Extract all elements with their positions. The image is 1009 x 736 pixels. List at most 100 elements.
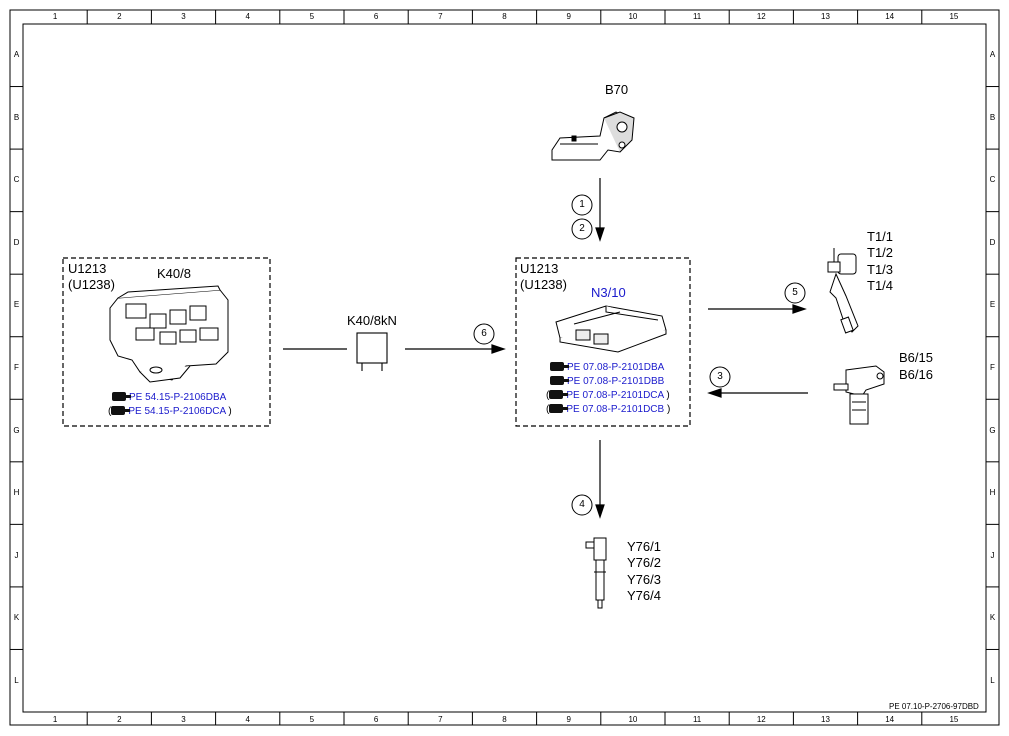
t1-3-label: T1/3 xyxy=(867,262,894,277)
b6-15-label: B6/15 xyxy=(899,350,933,365)
left-row-label: D xyxy=(13,237,20,247)
marker-4-text: 4 xyxy=(579,499,585,510)
y76-injector-image xyxy=(585,537,607,609)
ref-text: PE 54.15-P-2106DBA xyxy=(129,392,227,403)
bottom-column-label: 12 xyxy=(756,715,766,724)
k40-group-label-2: (U1238) xyxy=(68,277,115,292)
bottom-column-label: 10 xyxy=(628,715,638,724)
top-column-label: 8 xyxy=(502,12,507,21)
marker-6 xyxy=(473,323,495,345)
top-column-label: 15 xyxy=(949,12,959,21)
marker-5 xyxy=(784,282,806,304)
ref-text: PE 54.15-P-2106DCA xyxy=(128,406,226,417)
top-column-label: 4 xyxy=(245,12,250,21)
marker-6-text: 6 xyxy=(481,328,487,339)
hand-pointer-icon xyxy=(550,362,569,371)
right-row-label: D xyxy=(989,237,996,247)
paren-open: ( xyxy=(546,390,550,401)
top-column-label: 6 xyxy=(373,12,379,21)
y76-3-label: Y76/3 xyxy=(627,572,661,587)
top-column-label: 14 xyxy=(885,12,895,21)
paren-close: ) xyxy=(228,406,232,417)
right-row-label: B xyxy=(989,112,996,122)
left-row-label: A xyxy=(13,50,20,60)
right-row-label: L xyxy=(990,675,995,685)
ref-text: PE 07.08-P-2101DBA xyxy=(567,362,665,373)
left-row-label: H xyxy=(13,488,20,498)
right-row-label: C xyxy=(989,175,996,185)
arrowhead-b70 xyxy=(595,227,605,242)
top-column-label: 11 xyxy=(692,12,702,21)
k40-fuse-box-image xyxy=(109,285,229,383)
marker-4 xyxy=(571,494,593,516)
right-row-label: E xyxy=(989,300,996,310)
bottom-column-label: 2 xyxy=(117,715,122,724)
hand-pointer-icon xyxy=(550,376,569,385)
n3-ref-link-2[interactable]: PE 07.08-P-2101DBB xyxy=(550,376,664,388)
right-row-label: H xyxy=(989,488,996,498)
n3-ref-link-4[interactable]: ( PE 07.08-P-2101DCB ) xyxy=(546,404,670,416)
b6-16-label: B6/16 xyxy=(899,367,933,382)
top-column-label: 5 xyxy=(309,12,315,21)
t1-4-label: T1/4 xyxy=(867,278,894,293)
paren-open: ( xyxy=(546,404,550,415)
t1-ignition-coil-image xyxy=(827,248,859,334)
top-column-label: 9 xyxy=(566,12,571,21)
ref-text: PE 07.08-P-2101DBB xyxy=(567,376,665,387)
n3-10-label: N3/10 xyxy=(591,285,626,300)
y76-4-label: Y76/4 xyxy=(627,588,661,603)
k40-group-label-1: U1213 xyxy=(68,261,107,276)
left-row-label: F xyxy=(14,363,19,372)
marker-2 xyxy=(571,218,593,240)
n3-10-ecu-image xyxy=(555,305,667,353)
hand-pointer-icon xyxy=(112,392,131,401)
k40-8-label: K40/8 xyxy=(157,266,191,281)
left-row-label: L xyxy=(14,675,19,685)
bottom-column-label: 13 xyxy=(821,715,830,724)
bottom-column-label: 14 xyxy=(885,715,895,724)
k40-ref-link-2[interactable]: ( PE 54.15-P-2106DCA ) xyxy=(108,406,232,418)
paren-open: ( xyxy=(108,406,112,417)
n3-ref-link-1[interactable]: PE 07.08-P-2101DBA xyxy=(550,362,664,374)
connection-lines xyxy=(283,178,808,519)
bottom-column-label: 11 xyxy=(692,715,702,724)
hand-pointer-icon xyxy=(549,390,569,399)
bottom-column-label: 1 xyxy=(52,715,58,724)
n3-group-label-2: (U1238) xyxy=(520,277,567,292)
bottom-column-label: 7 xyxy=(438,715,443,724)
bottom-column-label: 6 xyxy=(373,715,379,724)
marker-5-text: 5 xyxy=(792,287,798,298)
top-column-label: 1 xyxy=(52,12,58,21)
right-row-label: G xyxy=(989,425,996,435)
k40-8kn-relay-image xyxy=(356,332,388,371)
left-row-label: B xyxy=(13,112,20,122)
t1-1-label: T1/1 xyxy=(867,229,894,244)
bottom-column-label: 9 xyxy=(566,715,571,724)
right-row-label: A xyxy=(989,50,996,60)
k40-ref-link-1[interactable]: PE 54.15-P-2106DBA xyxy=(112,392,226,404)
arrowhead-y76 xyxy=(595,504,605,519)
left-row-label: G xyxy=(13,425,20,435)
y76-1-label: Y76/1 xyxy=(627,539,661,554)
marker-1-text: 1 xyxy=(579,199,585,210)
paren-close: ) xyxy=(666,390,670,401)
left-row-label: E xyxy=(13,300,20,310)
grid-ticks xyxy=(10,10,999,725)
hand-pointer-icon xyxy=(549,404,569,413)
t1-2-label: T1/2 xyxy=(867,245,894,260)
paren-close: ) xyxy=(666,404,671,415)
ref-text: PE 07.08-P-2101DCB xyxy=(566,404,665,415)
left-row-label: J xyxy=(14,550,19,560)
top-column-label: 12 xyxy=(756,12,766,21)
ref-text: PE 07.08-P-2101DCA xyxy=(566,390,664,401)
top-column-label: 13 xyxy=(821,12,830,21)
bottom-column-label: 3 xyxy=(181,715,186,724)
top-column-label: 2 xyxy=(117,12,122,21)
connection-markers xyxy=(473,194,806,516)
bottom-column-label: 4 xyxy=(245,715,250,724)
b6-sensor-image xyxy=(833,365,885,425)
bottom-column-label: 5 xyxy=(309,715,315,724)
left-row-label: C xyxy=(13,175,20,185)
n3-ref-link-3[interactable]: ( PE 07.08-P-2101DCA ) xyxy=(546,390,670,402)
